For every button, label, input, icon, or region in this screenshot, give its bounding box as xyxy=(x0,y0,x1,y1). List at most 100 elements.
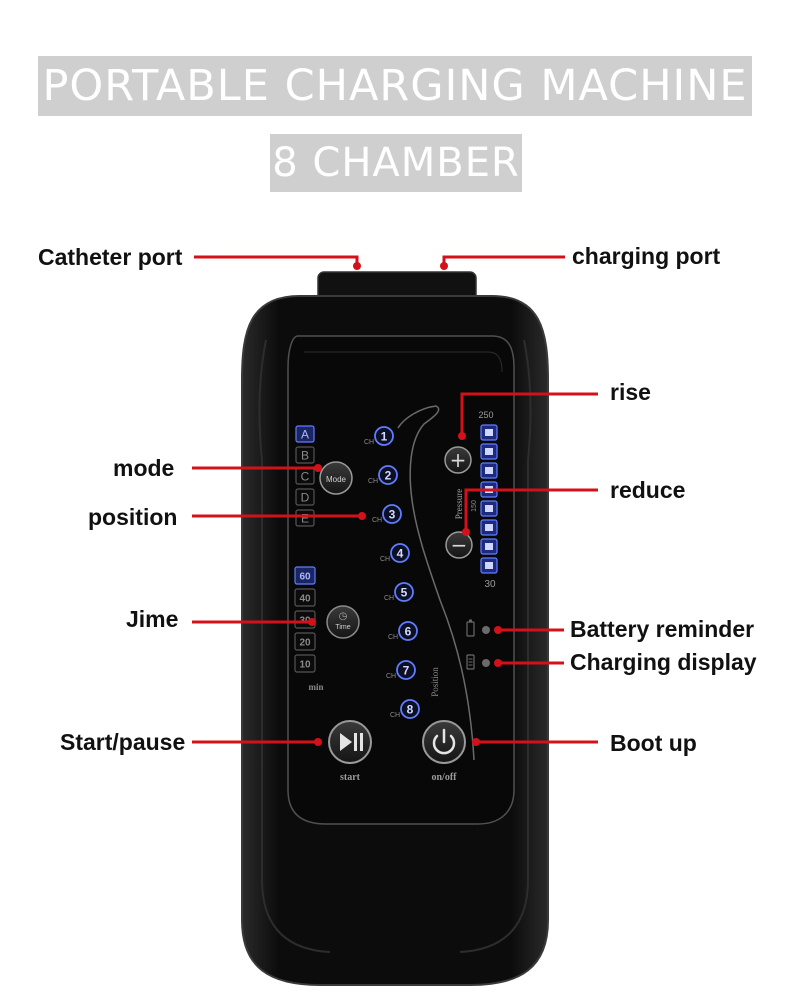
time-button-label: Time xyxy=(335,624,350,631)
mode-indicator xyxy=(295,509,315,527)
charging-icon xyxy=(466,654,475,670)
battery-icon-cap xyxy=(469,619,472,622)
pressure-plus-button[interactable] xyxy=(444,446,472,474)
callout-dots xyxy=(308,262,502,746)
callout-dot xyxy=(358,512,366,520)
channel-tag: CH xyxy=(364,439,374,446)
reduce-label: reduce xyxy=(610,477,686,503)
channel-number: 2 xyxy=(385,469,392,483)
subtitle-banner: 8 CHAMBER xyxy=(270,134,522,192)
time-indicator xyxy=(294,588,316,607)
play-pause-icon xyxy=(340,733,352,751)
start-pause-label: Start/pause xyxy=(60,729,186,755)
time-indicator xyxy=(294,654,316,673)
position-callout-label: position xyxy=(88,504,178,530)
channel-indicator xyxy=(398,621,418,641)
time-value: 10 xyxy=(299,660,311,671)
mode-label: mode xyxy=(113,455,175,481)
mode-indicator xyxy=(295,488,315,506)
time-value: 60 xyxy=(299,572,311,583)
time-button[interactable] xyxy=(326,605,360,639)
time-indicator xyxy=(294,566,316,585)
callout-dot xyxy=(458,432,466,440)
channel-tag: CH xyxy=(388,634,398,641)
channel-number: 1 xyxy=(381,430,388,444)
callout-dot xyxy=(494,626,502,634)
pressure-mid: 150 xyxy=(471,500,478,512)
jime-label: Jime xyxy=(126,606,179,632)
channel-number: 6 xyxy=(405,625,412,639)
battery-reminder-label: Battery reminder xyxy=(570,616,755,642)
body-contour xyxy=(258,339,331,953)
channel-number: 4 xyxy=(397,547,404,561)
callout-dot xyxy=(462,528,470,536)
body-contour xyxy=(459,339,532,953)
pressure-level-light xyxy=(485,429,493,436)
callout-dot xyxy=(314,464,322,472)
time-value: 40 xyxy=(299,594,311,605)
channel-tag: CH xyxy=(390,712,400,719)
channel-indicator xyxy=(378,465,398,485)
pressure-level-light xyxy=(485,467,493,474)
channel-tag: CH xyxy=(384,595,394,602)
power-label: on/off xyxy=(432,772,458,783)
callout-line-reduce xyxy=(464,488,598,530)
channel-tag: CH xyxy=(372,517,382,524)
channel-tag: CH xyxy=(380,556,390,563)
power-icon xyxy=(432,734,456,755)
rise-label: rise xyxy=(610,379,651,405)
pressure-min: 30 xyxy=(484,579,496,590)
callout-dot xyxy=(472,738,480,746)
callout-dot xyxy=(494,659,502,667)
channel-tag: CH xyxy=(368,478,378,485)
plus-icon: + xyxy=(450,448,467,472)
channel-indicator xyxy=(394,582,414,602)
play-pause-icon-bar xyxy=(354,733,357,751)
callout-dot xyxy=(308,618,316,626)
callout-line-catheter xyxy=(194,255,359,266)
mode-button[interactable] xyxy=(319,461,353,495)
pressure-level-light xyxy=(485,562,493,569)
callout-dot xyxy=(353,262,361,270)
time-unit: min xyxy=(308,682,323,692)
pressure-level-light xyxy=(485,505,493,512)
callout-dot xyxy=(314,738,322,746)
minus-icon: − xyxy=(451,533,468,557)
boot-up-label: Boot up xyxy=(610,730,697,756)
mode-indicator xyxy=(295,425,315,443)
pressure-minus-button[interactable] xyxy=(445,531,473,559)
callout-line-rise xyxy=(460,392,598,434)
channel-indicator xyxy=(382,504,402,524)
silhouette-curve xyxy=(397,405,475,761)
charging-led xyxy=(482,659,490,667)
channel-indicator xyxy=(396,660,416,680)
catheter-port-label: Catheter port xyxy=(38,244,183,270)
charging-display-label: Charging display xyxy=(570,649,757,675)
mode-letter: E xyxy=(301,512,309,526)
pressure-label: Pressure xyxy=(454,489,464,520)
channel-number: 8 xyxy=(407,703,414,717)
mode-indicator xyxy=(295,446,315,464)
mode-letter: D xyxy=(301,491,310,505)
mode-button-label: Mode xyxy=(326,475,347,484)
pressure-max: 250 xyxy=(478,410,493,420)
channel-number: 5 xyxy=(401,586,408,600)
channel-number: 7 xyxy=(403,664,410,678)
callout-dot xyxy=(440,262,448,270)
channel-indicator xyxy=(374,426,394,446)
charging-port-label: charging port xyxy=(572,243,721,269)
panel-inner-line xyxy=(304,351,503,373)
time-indicator xyxy=(294,632,316,651)
title-banner: PORTABLE CHARGING MACHINE xyxy=(38,56,752,116)
pressure-level-light xyxy=(485,543,493,550)
pressure-level-light xyxy=(485,448,493,455)
pressure-level-light xyxy=(485,524,493,531)
mode-letter: C xyxy=(301,470,310,484)
channel-indicator xyxy=(400,699,420,719)
position-label: Position xyxy=(430,667,440,697)
battery-led xyxy=(482,626,490,634)
